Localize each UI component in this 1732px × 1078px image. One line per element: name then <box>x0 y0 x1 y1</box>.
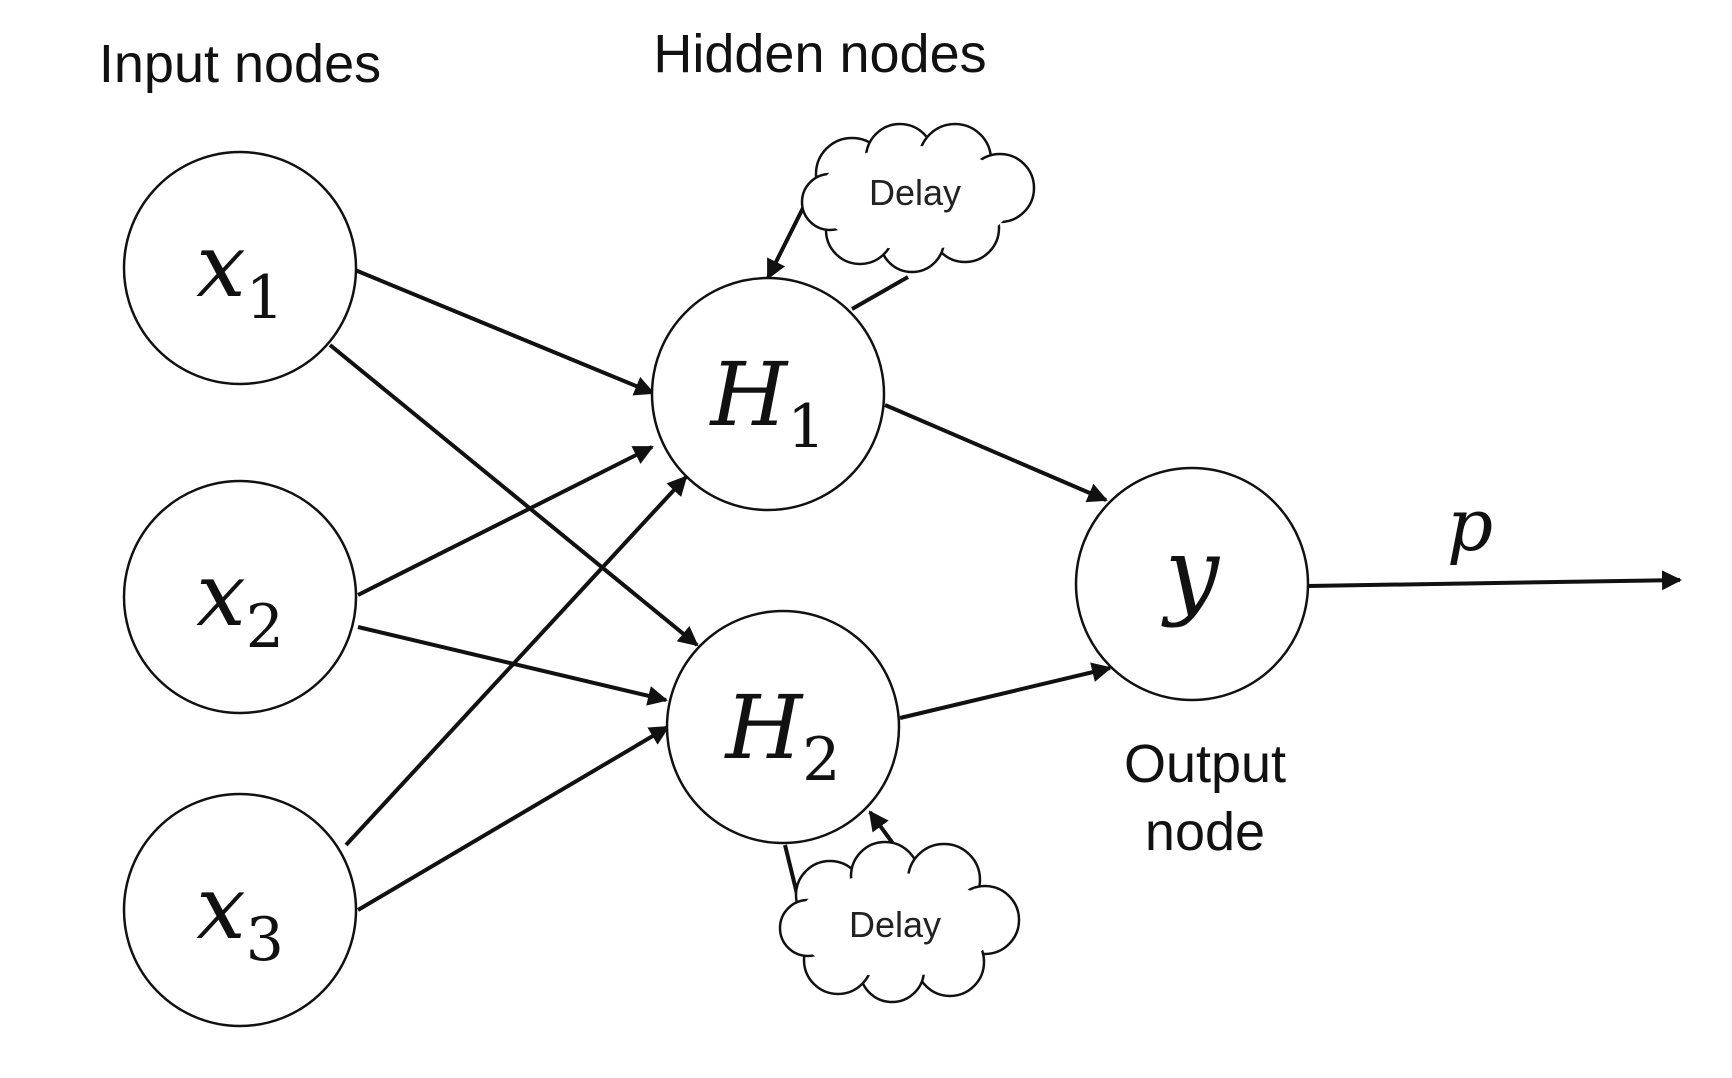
edge-x2-h1 <box>357 445 654 597</box>
node-h2-sub: 2 <box>802 725 840 795</box>
svg-text:H1: H1 <box>709 343 826 462</box>
input-node-x3: x3 <box>122 792 358 1028</box>
hidden-nodes-label: Hidden nodes <box>653 24 986 84</box>
svg-text:x2: x2 <box>196 543 284 662</box>
edge-h1-y <box>884 403 1108 503</box>
node-y-base: y <box>1161 517 1221 629</box>
svg-text:x1: x1 <box>196 214 284 333</box>
edge-x1-h1 <box>354 268 655 396</box>
svg-text:H2: H2 <box>724 676 841 795</box>
output-node-y: y <box>1074 466 1310 702</box>
edge-x3-h1 <box>344 475 688 847</box>
output-node-label-line1: Output <box>1124 734 1286 794</box>
node-x3-sub: 3 <box>246 905 284 975</box>
edge-y-output <box>1307 570 1682 591</box>
output-label-p: p <box>1447 483 1493 567</box>
edge-x3-h2 <box>356 725 670 912</box>
input-node-x2: x2 <box>122 479 358 715</box>
delay-label-bottom: Delay <box>849 904 941 945</box>
output-node-label-line2: node <box>1145 802 1265 862</box>
edge-delay-top-to-h1 <box>766 197 810 280</box>
edge-h1-to-delay-top <box>851 275 909 311</box>
hidden-node-h1: H1 <box>650 276 886 512</box>
delay-cloud-bottom: Delay <box>778 840 1021 1004</box>
edge-x1-h2 <box>328 343 699 647</box>
edge-h2-y <box>899 662 1112 720</box>
node-x1-sub: 1 <box>246 263 284 333</box>
node-h2-base: H <box>724 676 805 779</box>
hidden-node-h2: H2 <box>665 609 901 845</box>
svg-text:x3: x3 <box>196 856 284 975</box>
node-h1-sub: 1 <box>787 392 825 462</box>
node-x3-base: x <box>196 856 246 959</box>
node-h1-base: H <box>709 343 790 446</box>
node-x1-base: x <box>196 214 246 317</box>
delay-cloud-top: Delay <box>800 122 1036 274</box>
input-node-x1: x1 <box>122 150 358 386</box>
delay-label-top: Delay <box>869 172 961 213</box>
node-x2-sub: 2 <box>246 592 284 662</box>
input-nodes-label: Input nodes <box>99 34 381 94</box>
node-x2-base: x <box>196 543 246 646</box>
